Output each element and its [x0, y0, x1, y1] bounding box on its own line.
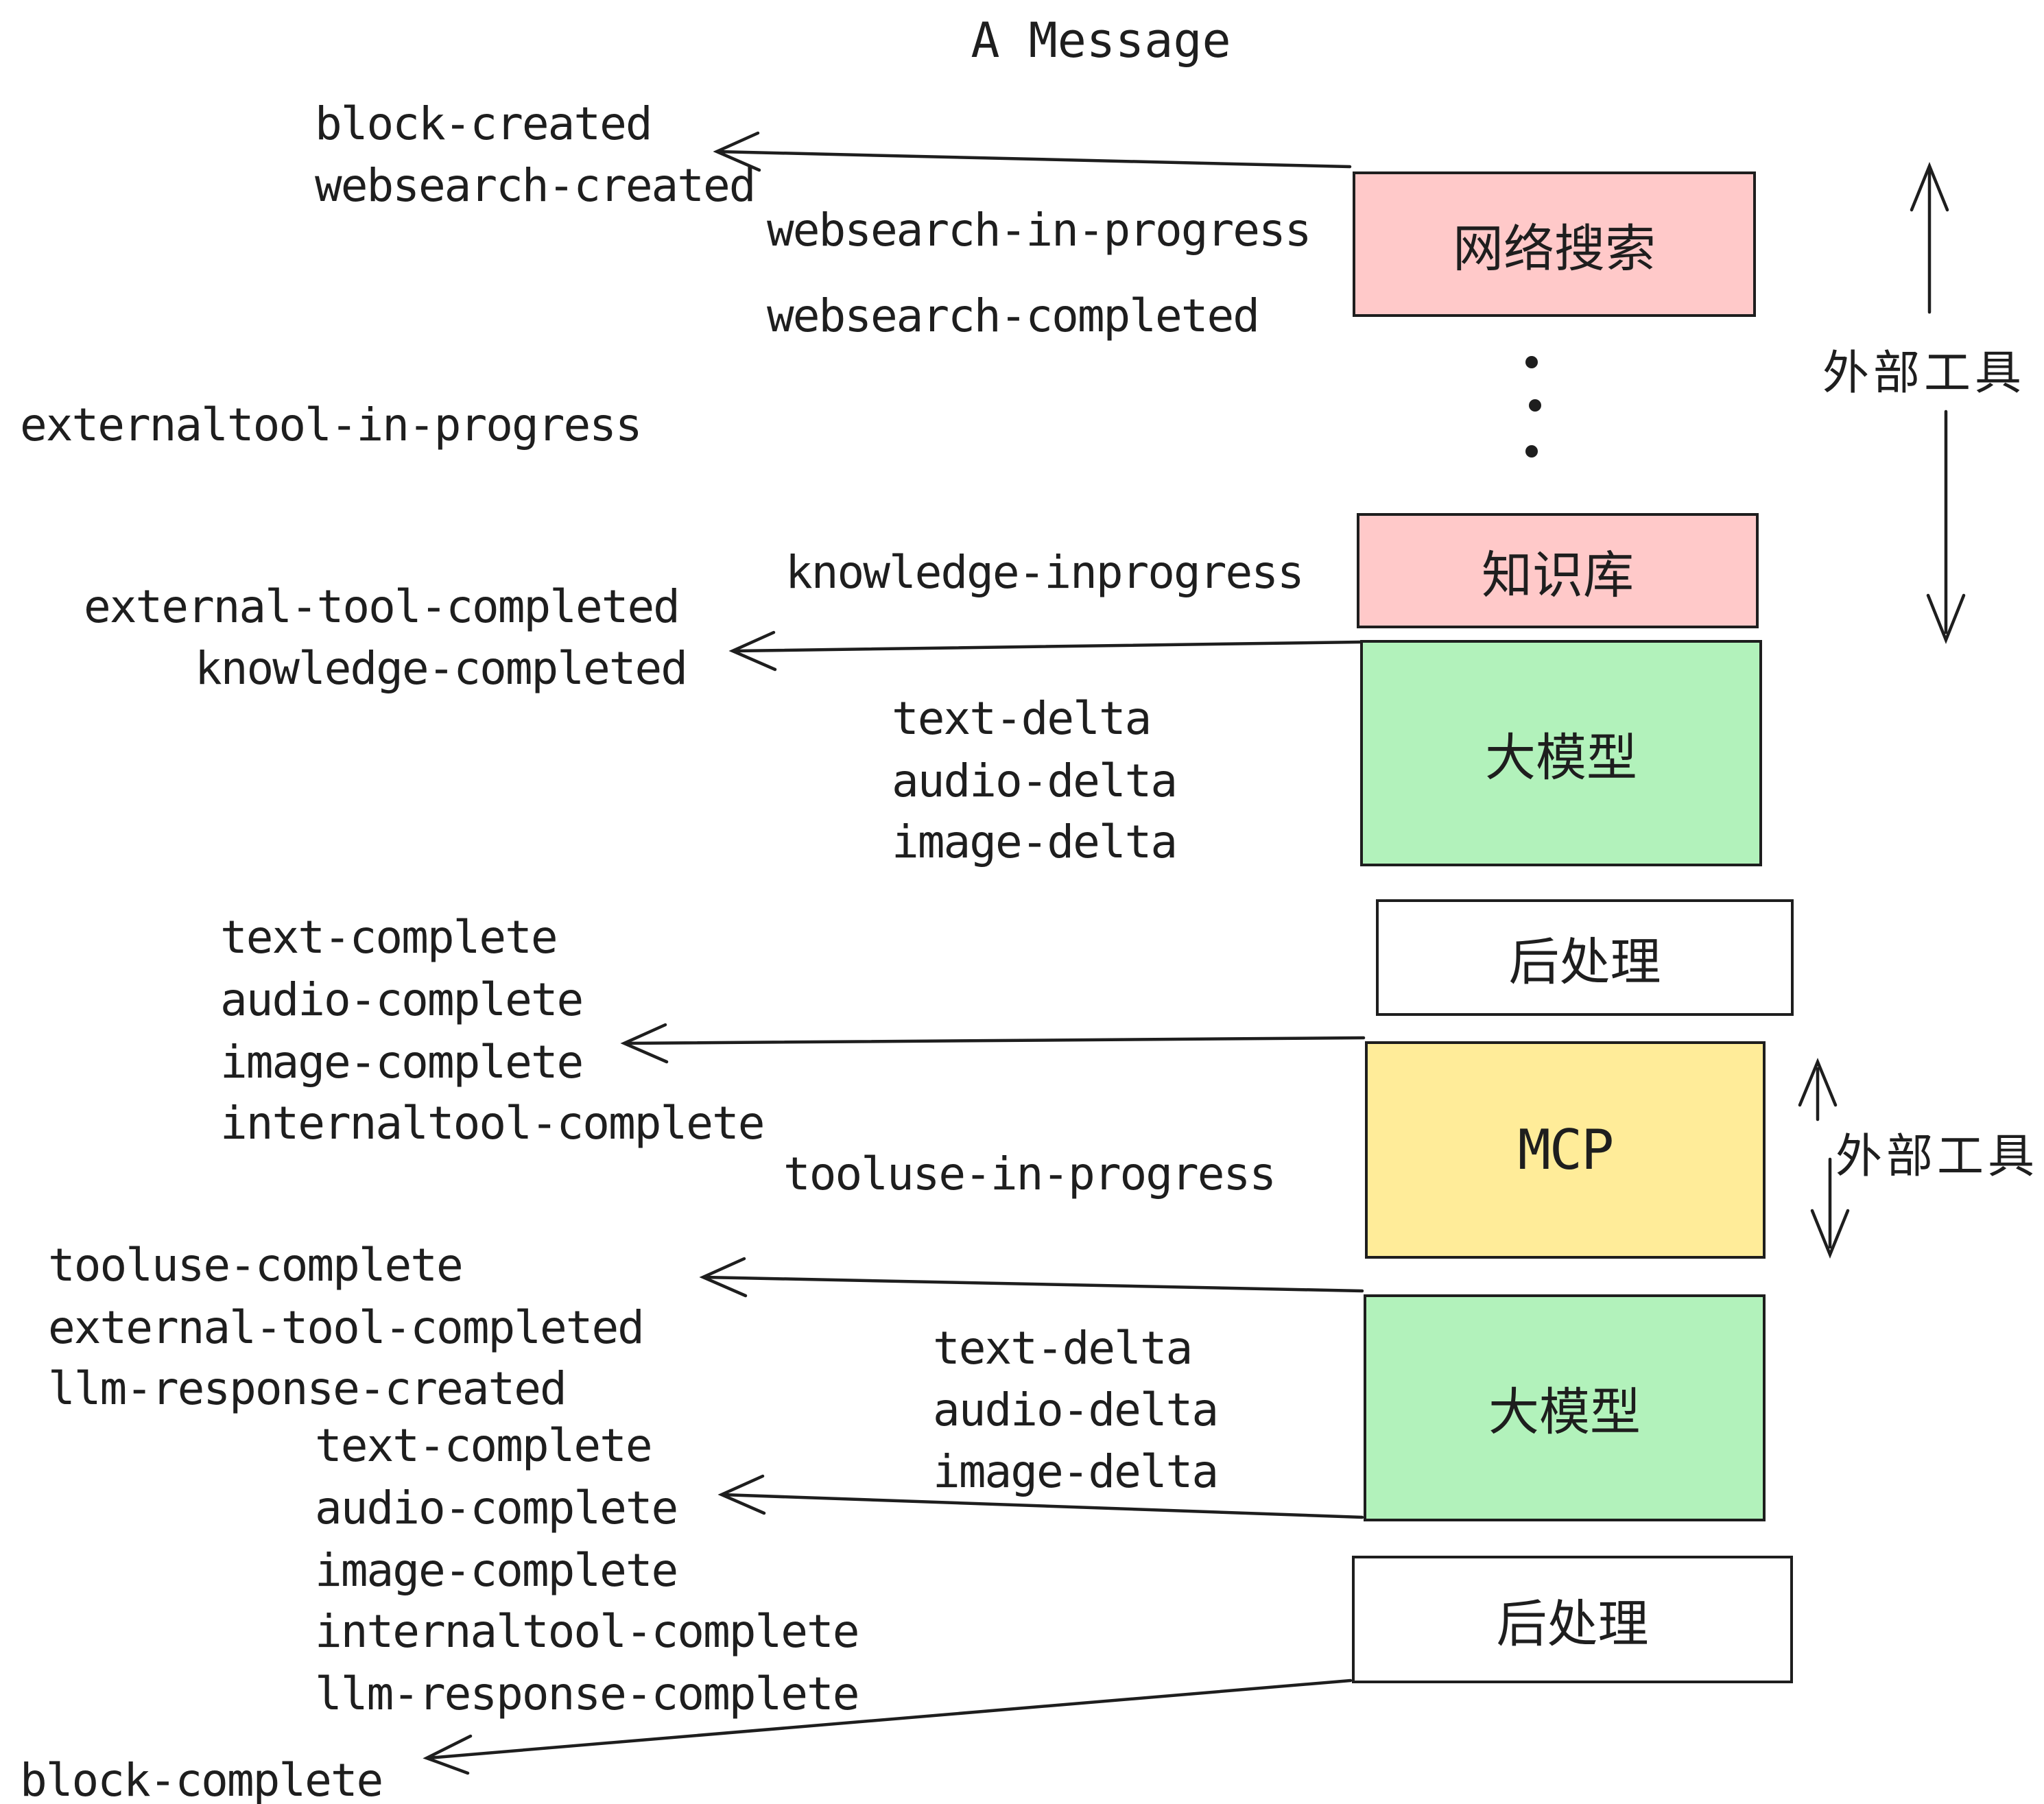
- external-tools-span-arrow-top-icon: [1910, 162, 1949, 314]
- event-tooluse-in-progress: tooluse-in-progress: [783, 1148, 1276, 1200]
- event-websearch-in-progress: websearch-in-progress: [767, 204, 1311, 257]
- external-tools-span-arrow-bottom-icon: [1926, 410, 1966, 645]
- event-image-complete-1: image-complete: [220, 1036, 584, 1089]
- event-image-complete-2: image-complete: [315, 1544, 678, 1597]
- event-external-tool-completed-2: external-tool-completed: [48, 1301, 645, 1354]
- arrow-to-knowledge-completed-icon: [728, 630, 1362, 672]
- arrow-to-audio-complete-icon: [717, 1474, 1364, 1519]
- box-knowledge-label: 知识库: [1482, 545, 1634, 605]
- box-llm-1: 大模型: [1360, 640, 1762, 866]
- box-llm-2-label: 大模型: [1488, 1383, 1641, 1442]
- event-image-delta-2: image-delta: [933, 1445, 1219, 1498]
- external-tools-label-2: 外部工具: [1835, 1130, 2039, 1184]
- event-audio-complete-2: audio-complete: [315, 1482, 678, 1534]
- box-postprocess-1-label: 后处理: [1508, 932, 1661, 992]
- arrow-to-block-complete-icon: [423, 1678, 1353, 1775]
- event-knowledge-completed: knowledge-completed: [195, 642, 688, 695]
- event-image-delta-1: image-delta: [892, 816, 1178, 868]
- arrow-to-websearch-created-icon: [713, 131, 1352, 172]
- box-knowledge: 知识库: [1357, 513, 1759, 628]
- mcp-external-tools-arrow-top-icon: [1798, 1058, 1838, 1121]
- box-llm-2: 大模型: [1364, 1294, 1766, 1521]
- event-audio-delta-2: audio-delta: [933, 1384, 1219, 1436]
- event-external-tool-completed-1: external-tool-completed: [84, 580, 680, 633]
- box-postprocess-2: 后处理: [1352, 1556, 1793, 1683]
- event-externaltool-in-progress: externaltool-in-progress: [20, 399, 643, 451]
- event-audio-delta-1: audio-delta: [892, 755, 1178, 807]
- event-llm-response-created: llm-response-created: [48, 1362, 567, 1415]
- event-internaltool-complete-2: internaltool-complete: [315, 1605, 859, 1658]
- box-postprocess-2-label: 后处理: [1496, 1594, 1649, 1654]
- event-websearch-created: websearch-created: [315, 159, 757, 212]
- box-llm-1-label: 大模型: [1485, 728, 1637, 787]
- event-text-complete-1: text-complete: [220, 911, 558, 964]
- vertical-ellipsis-icon: [1525, 356, 1541, 458]
- diagram-title: A Message: [971, 12, 1231, 69]
- arrow-to-tooluse-complete-icon: [699, 1257, 1364, 1298]
- external-tools-label-1: 外部工具: [1822, 346, 2026, 401]
- arrow-to-image-complete-icon: [620, 1023, 1366, 1064]
- box-websearch: 网络搜索: [1353, 171, 1756, 317]
- event-text-delta-2: text-delta: [933, 1322, 1193, 1375]
- event-websearch-completed: websearch-completed: [767, 289, 1260, 342]
- box-websearch-label: 网络搜索: [1453, 219, 1656, 278]
- box-postprocess-1: 后处理: [1376, 899, 1794, 1016]
- event-text-complete-2: text-complete: [315, 1419, 653, 1472]
- event-audio-complete-1: audio-complete: [220, 973, 584, 1026]
- event-knowledge-inprogress: knowledge-inprogress: [785, 546, 1305, 599]
- event-block-complete: block-complete: [20, 1754, 383, 1804]
- event-internaltool-complete-1: internaltool-complete: [220, 1097, 765, 1150]
- event-block-created: block-created: [315, 97, 653, 150]
- event-text-delta-1: text-delta: [892, 692, 1152, 745]
- event-tooluse-complete: tooluse-complete: [48, 1239, 464, 1292]
- mcp-external-tools-arrow-bottom-icon: [1810, 1157, 1850, 1259]
- box-mcp: MCP: [1365, 1041, 1766, 1259]
- box-mcp-label: MCP: [1517, 1118, 1614, 1182]
- event-llm-response-complete: llm-response-complete: [315, 1667, 859, 1720]
